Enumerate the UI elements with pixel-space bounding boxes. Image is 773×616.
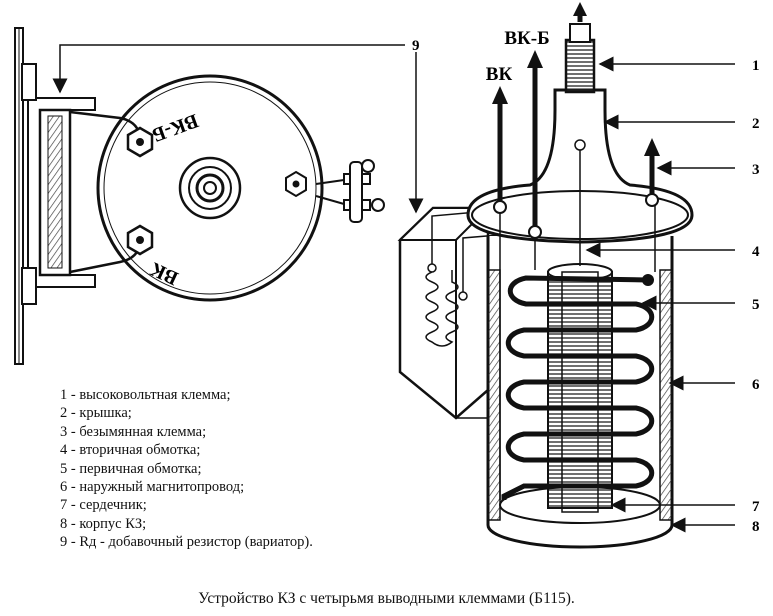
callout-9-leader (52, 44, 405, 94)
callout-7: 7 (752, 499, 760, 515)
legend-item-9: 9 - Rд - добавочный резистор (вариатор). (60, 534, 313, 551)
terminal-label-vk: ВК (486, 64, 513, 85)
callout-9: 9 (412, 38, 420, 54)
additional-resistor (397, 206, 536, 420)
figure-caption: Устройство КЗ с четырьмя выводными клемм… (198, 590, 575, 607)
callout-4: 4 (752, 244, 760, 260)
legend: 1 - высоковольтная клемма; 2 - крышка; 3… (60, 386, 313, 552)
legend-item-5: 5 - первичная обмотка; (60, 460, 202, 477)
callout-leaders (585, 56, 735, 533)
side-clip (315, 159, 385, 223)
coil-section-view: ВК ВК-Б (397, 2, 694, 549)
legend-item-6: 6 - наружный магнитопровод; (60, 479, 245, 496)
secondary-winding (547, 139, 613, 509)
callout-5: 5 (752, 297, 760, 313)
terminal-label-vk-b: ВК-Б (504, 28, 549, 49)
hv-terminal (564, 38, 596, 94)
legend-item-3: 3 - безымянная клемма; (60, 423, 207, 440)
legend-item-2: 2 - крышка; (60, 405, 132, 422)
callout-6: 6 (752, 377, 760, 393)
callout-2: 2 (752, 116, 760, 132)
unnamed-terminal-arrow (644, 138, 660, 156)
coil-top-view: ВК-Б ВК (14, 27, 385, 365)
callout-8: 8 (752, 519, 760, 535)
callout-1: 1 (752, 58, 760, 74)
legend-item-4: 4 - вторичная обмотка; (60, 442, 201, 459)
outer-magnetic-core-left (487, 269, 501, 521)
callout-3: 3 (752, 162, 760, 178)
core (561, 271, 599, 513)
legend-item-7: 7 - сердечник; (60, 497, 147, 514)
outer-magnetic-core-right (659, 269, 673, 521)
vk-arrow (492, 86, 508, 104)
vk-b-arrow (527, 50, 543, 68)
legend-item-8: 8 - корпус КЗ; (60, 515, 147, 532)
legend-item-1: 1 - высоковольтная клемма; (60, 387, 231, 403)
